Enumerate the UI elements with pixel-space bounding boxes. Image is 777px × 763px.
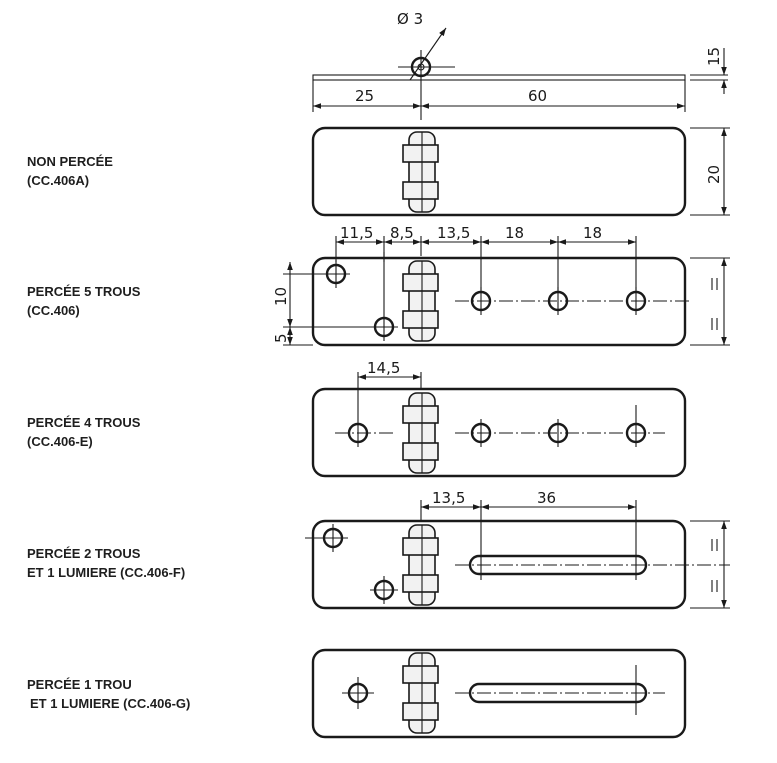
hinge-body — [311, 126, 687, 217]
label-line-2: (CC.406-E) — [27, 434, 93, 449]
label-line-2: (CC.406) — [27, 303, 80, 318]
slot — [468, 554, 648, 576]
label-line-2: ET 1 LUMIERE (CC.406-F) — [27, 565, 186, 580]
label-percee-1-trou: PERCÉE 1 TROU ET 1 LUMIERE (CC.406-G) — [27, 675, 190, 713]
hinge-percee-2-trous: 13,5 36 — [305, 489, 730, 610]
label-line-1: PERCÉE 1 TROU — [27, 677, 132, 692]
hinge-percee-5-trous: 11,5 8,5 13,5 18 18 10 5 — [272, 224, 730, 347]
dim-a: 14,5 — [367, 359, 400, 377]
hinge-percee-1-trou — [311, 648, 687, 739]
hinge-percee-4-trous: 14,5 — [311, 359, 687, 478]
dim-b: 8,5 — [390, 224, 414, 242]
dim-b: 36 — [537, 489, 556, 507]
label-percee-5-trous: PERCÉE 5 TROUS (CC.406) — [27, 282, 140, 320]
label-line-2: (CC.406A) — [27, 173, 90, 188]
dim-right-length: 60 — [528, 87, 547, 105]
hinge-non-percee: 20 — [311, 126, 730, 217]
label-percee-4-trous: PERCÉE 4 TROUS (CC.406-E) — [27, 413, 140, 451]
hinge-body — [311, 387, 687, 478]
label-line-2: ET 1 LUMIERE (CC.406-G) — [30, 696, 191, 711]
dim-pin-diameter: Ø 3 — [397, 10, 423, 28]
top-view-profile: Ø 3 25 60 15 — [312, 10, 728, 120]
label-line-1: NON PERCÉE — [27, 154, 113, 169]
dim-left-length: 25 — [355, 87, 374, 105]
dim-c: 13,5 — [437, 224, 470, 242]
dim-d: 18 — [505, 224, 524, 242]
label-line-1: PERCÉE 5 TROUS — [27, 284, 141, 299]
hinge-body — [311, 648, 687, 739]
dim-a: 13,5 — [432, 489, 465, 507]
slot — [468, 682, 648, 704]
dim-v2: 5 — [272, 333, 290, 343]
label-non-percee: NON PERCÉE (CC.406A) — [27, 152, 113, 190]
dim-width: 20 — [705, 165, 723, 184]
hinge-body — [311, 256, 687, 347]
dim-a: 11,5 — [340, 224, 373, 242]
label-line-1: PERCÉE 2 TROUS — [27, 546, 141, 561]
dim-e: 18 — [583, 224, 602, 242]
dim-thickness: 15 — [705, 47, 723, 66]
label-percee-2-trous: PERCÉE 2 TROUS ET 1 LUMIERE (CC.406-F) — [27, 544, 185, 582]
dim-v1: 10 — [272, 287, 290, 306]
leaf-profile — [312, 74, 686, 81]
label-line-1: PERCÉE 4 TROUS — [27, 415, 141, 430]
hinge-body — [311, 519, 687, 610]
